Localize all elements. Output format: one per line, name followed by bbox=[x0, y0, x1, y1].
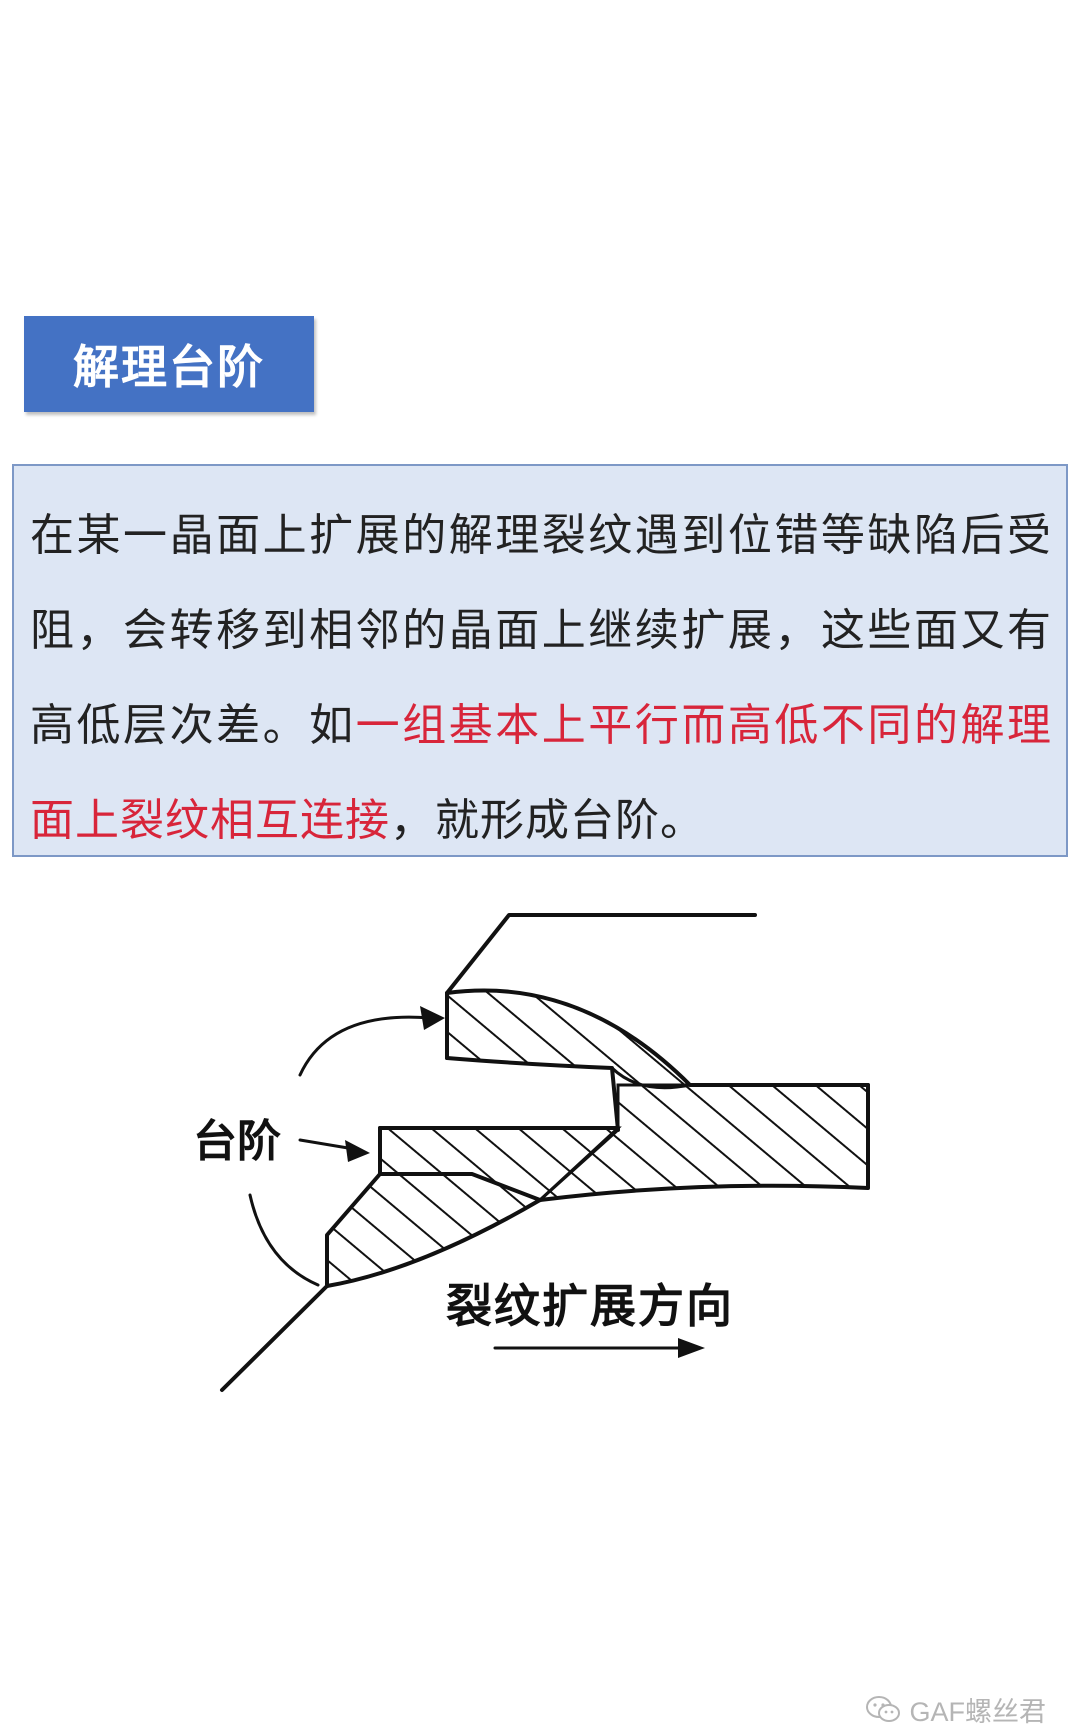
description-text-before: 在某一晶面上扩展的解理裂纹遇到位错等缺陷后受阻，会转移到相邻的晶面上继续扩展，这… bbox=[30, 510, 1052, 751]
upper-curved-arrow bbox=[298, 1015, 432, 1077]
description-box: 在某一晶面上扩展的解理裂纹遇到位错等缺陷后受阻，会转移到相邻的晶面上继续扩展，这… bbox=[12, 464, 1068, 857]
section-title-banner: 解理台阶 bbox=[24, 316, 314, 412]
hatched-upper-plane bbox=[445, 989, 694, 1090]
description-paragraph: 在某一晶面上扩展的解理裂纹遇到位错等缺陷后受阻，会转移到相邻的晶面上继续扩展，这… bbox=[30, 488, 1052, 868]
hatched-lower-wedge bbox=[325, 1172, 544, 1288]
upper-arrow-head bbox=[420, 1006, 445, 1030]
lower-curved-arrow bbox=[248, 1193, 320, 1287]
label-crack-direction: 裂纹扩展方向 bbox=[446, 1279, 734, 1333]
description-highlight: 一组基本上平行而高低不同的解理面上裂纹相互连接 bbox=[30, 700, 1053, 846]
cleavage-step-diagram bbox=[220, 913, 870, 1392]
section-title: 解理台阶 bbox=[73, 340, 265, 394]
label-step: 台阶 bbox=[193, 1116, 281, 1167]
step-pointer-head bbox=[345, 1140, 370, 1162]
step-one-edge bbox=[445, 1056, 620, 1132]
watermark-text: GAF螺丝君 bbox=[909, 1697, 1046, 1727]
watermark: GAF螺丝君 bbox=[865, 1690, 1046, 1728]
description-text-after: ，就形成台阶。 bbox=[390, 795, 705, 846]
wechat-icon bbox=[866, 1695, 901, 1722]
hatched-main-slab bbox=[535, 1083, 870, 1203]
direction-arrow-head bbox=[678, 1338, 705, 1358]
crack-tail-line bbox=[220, 1284, 329, 1392]
